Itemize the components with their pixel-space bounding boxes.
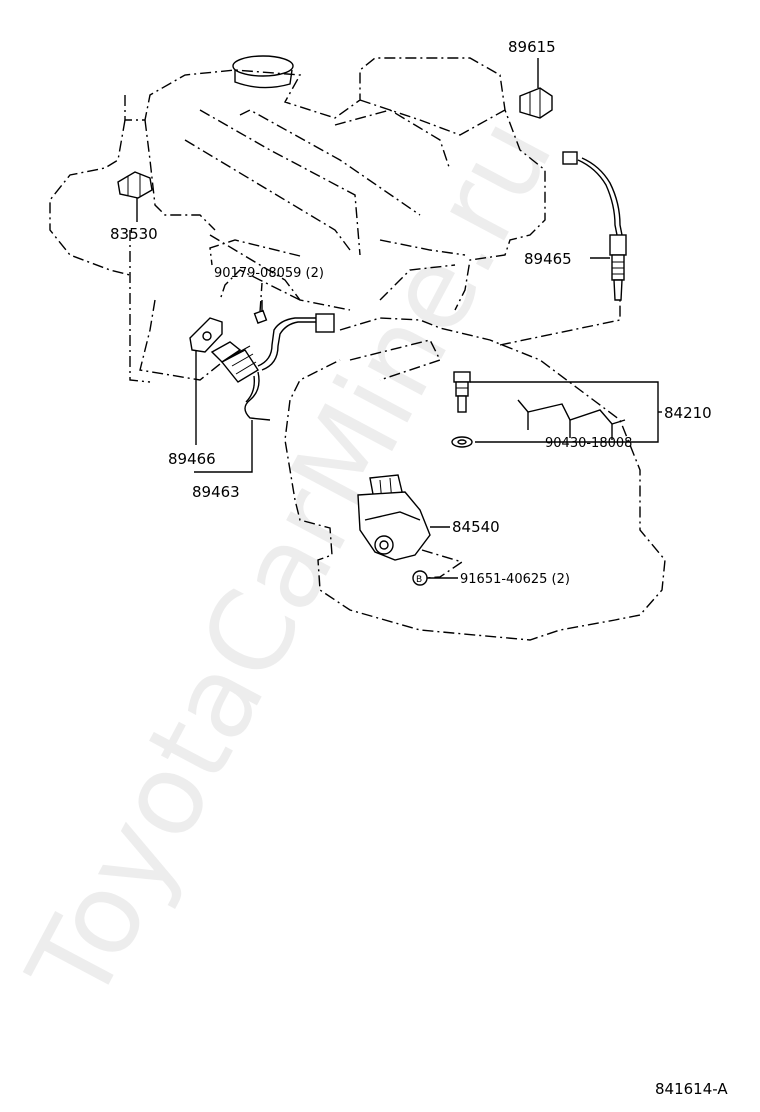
figure-code: 841614-A bbox=[655, 1080, 728, 1098]
part-90179-drawing bbox=[253, 300, 268, 324]
label-84210[interactable]: 84210 bbox=[664, 404, 712, 422]
part-labels: 89615 83530 89465 90179-08059 (2) 84210 … bbox=[110, 38, 728, 1098]
label-83530[interactable]: 83530 bbox=[110, 225, 158, 243]
part-84210-drawing bbox=[451, 371, 626, 448]
leader-lines bbox=[194, 350, 662, 579]
part-89465-drawing bbox=[562, 151, 627, 301]
label-90430[interactable]: 90430-18008 bbox=[545, 436, 632, 451]
label-89466[interactable]: 89466 bbox=[168, 450, 216, 468]
label-89615[interactable]: 89615 bbox=[508, 38, 556, 56]
part-83530-drawing bbox=[117, 171, 153, 222]
label-84540[interactable]: 84540 bbox=[452, 518, 500, 536]
bolt-marker-b: B bbox=[416, 575, 422, 585]
label-89465[interactable]: 89465 bbox=[524, 250, 572, 268]
watermark: ToyotaCarMine.ru bbox=[4, 98, 579, 1024]
part-89615-drawing bbox=[519, 58, 553, 119]
label-89463[interactable]: 89463 bbox=[192, 483, 240, 501]
part-89463-drawing bbox=[189, 313, 335, 421]
leader-dashed bbox=[209, 239, 464, 579]
label-91651[interactable]: 91651-40625 (2) bbox=[460, 572, 570, 587]
part-84540-drawing bbox=[357, 474, 431, 586]
label-90179[interactable]: 90179-08059 (2) bbox=[214, 266, 324, 281]
engine-outline bbox=[49, 55, 666, 641]
